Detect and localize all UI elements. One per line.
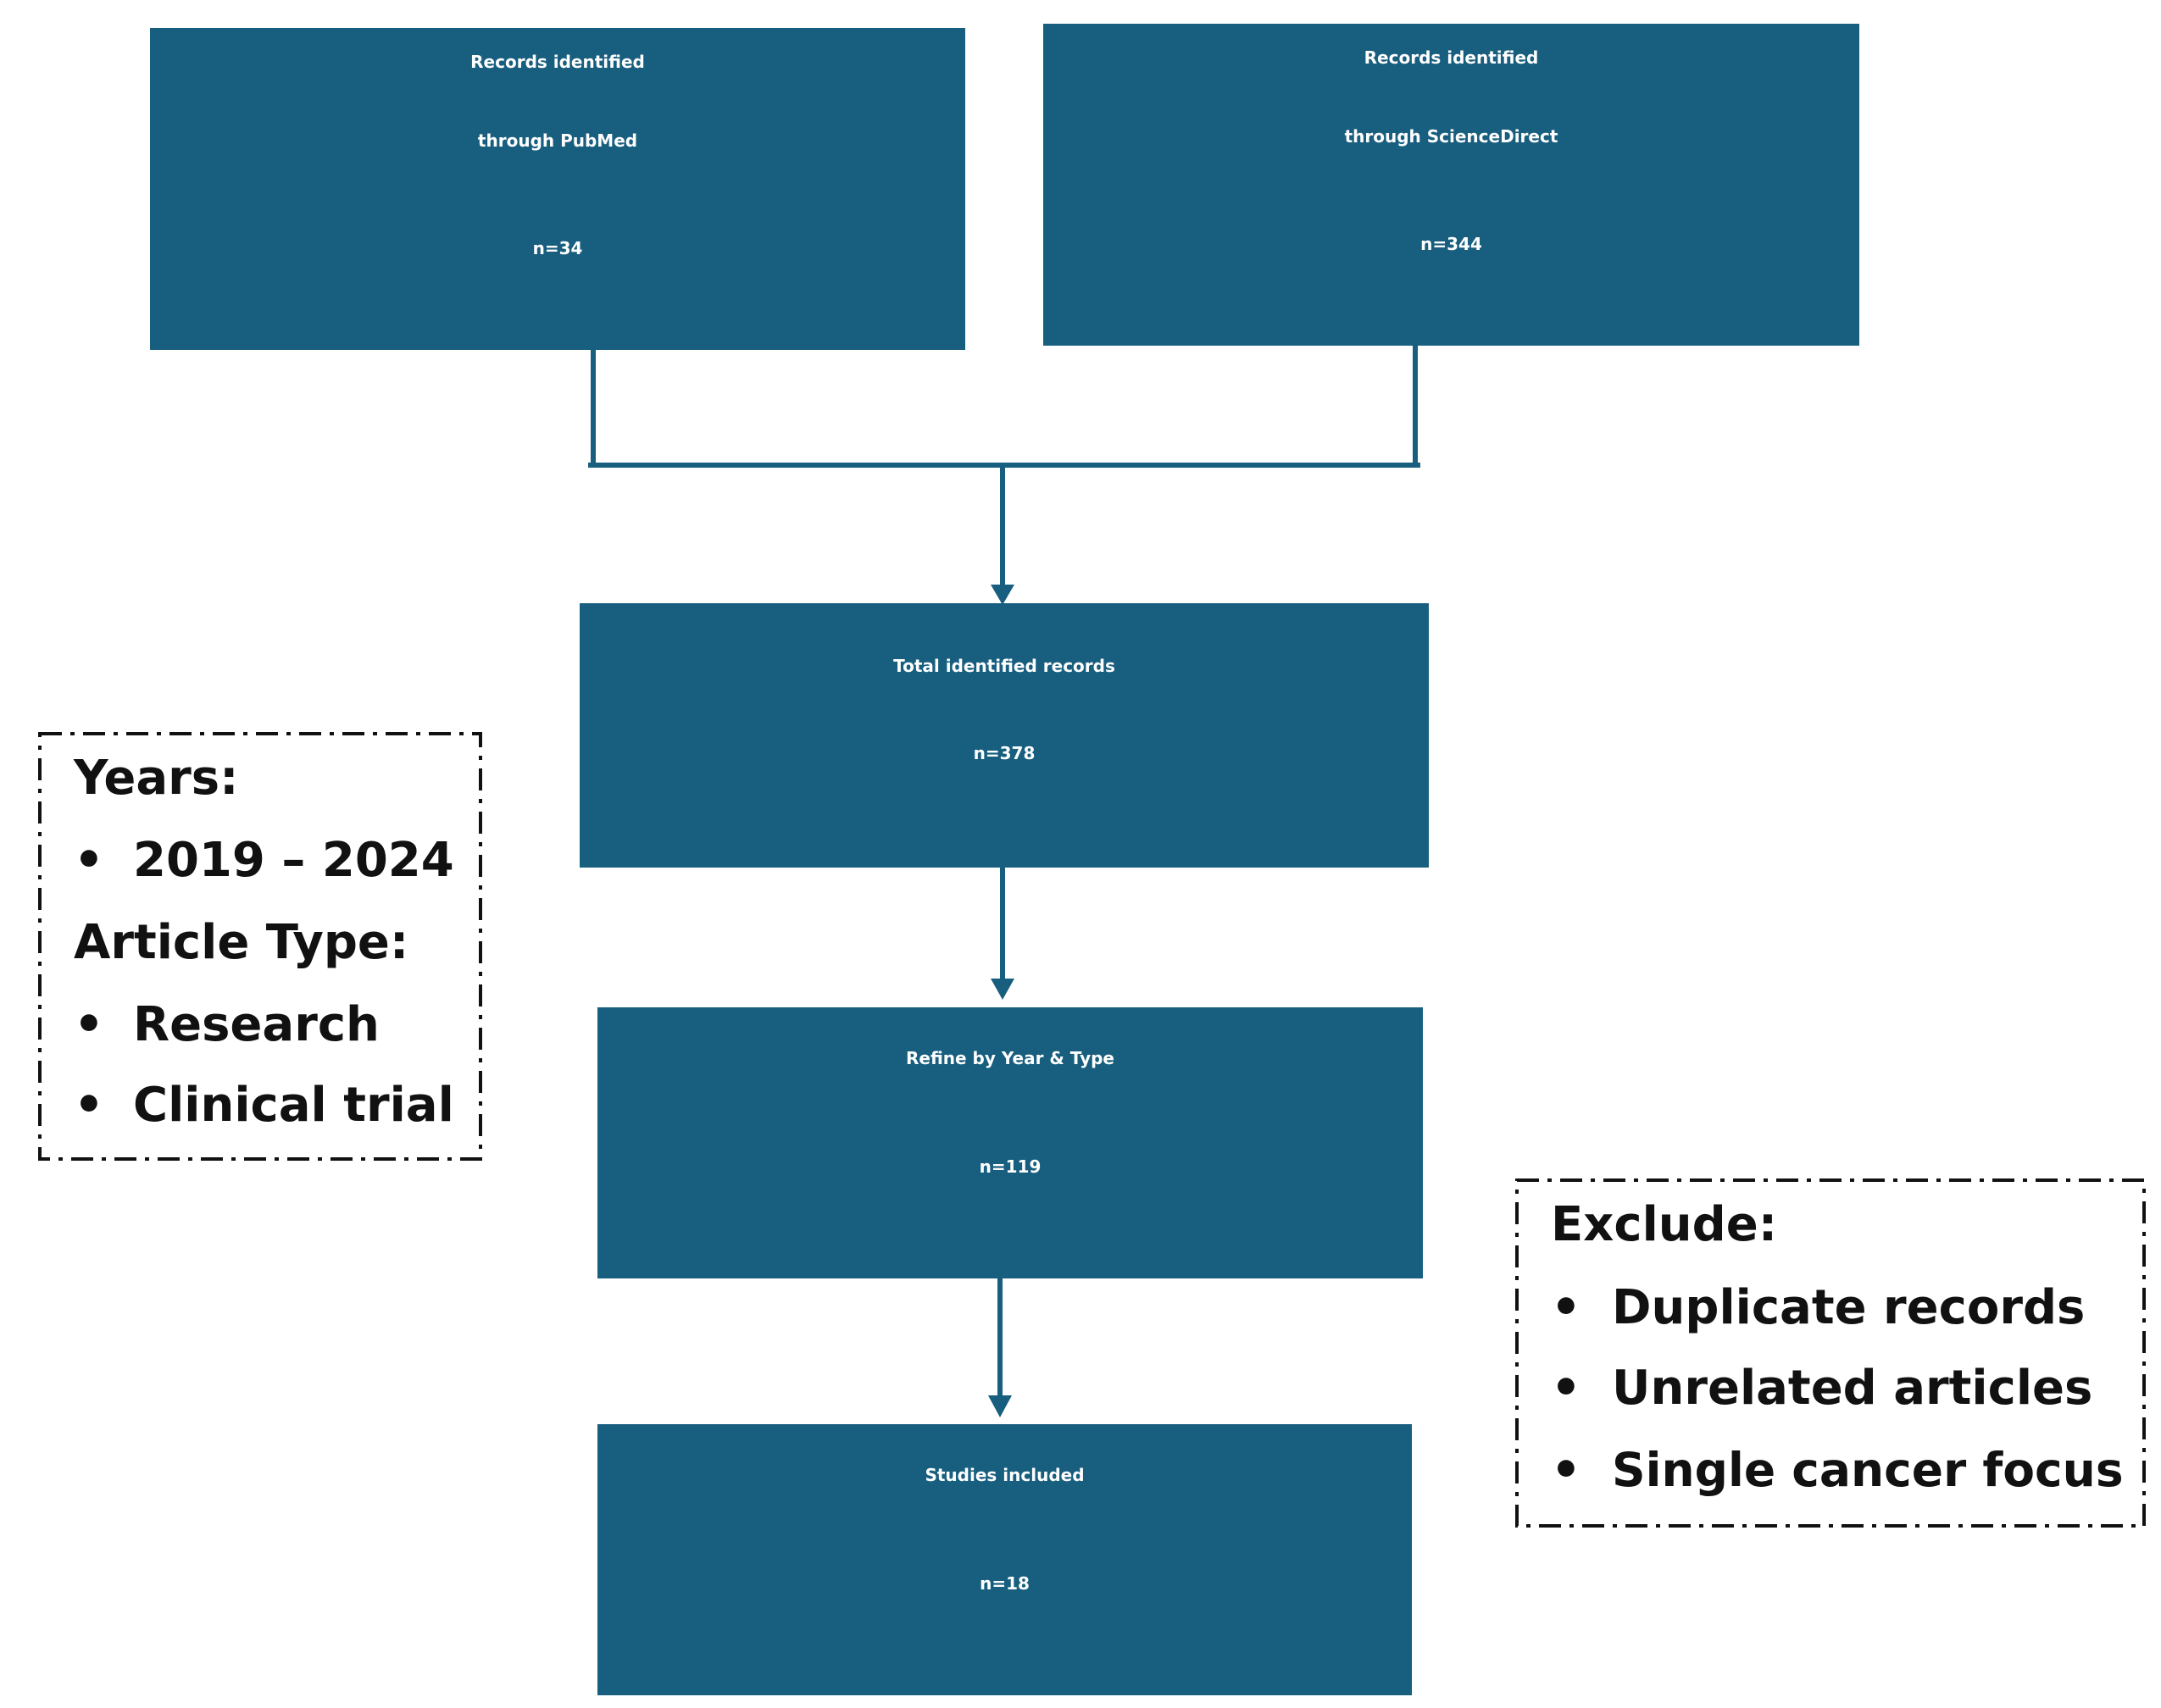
type-research: Research: [133, 997, 380, 1052]
refine-box-title: Refine by Year & Type: [906, 1048, 1114, 1068]
total-records-box: Total identified records n=378: [580, 603, 1429, 868]
arrowhead-to-included: [988, 1395, 1012, 1417]
type-bullet-research: •: [74, 997, 104, 1052]
exclude-heading: Exclude:: [1551, 1197, 1778, 1252]
exclude-note: Exclude: • Duplicate records • Unrelated…: [1517, 1180, 2144, 1526]
article-type-heading: Article Type:: [74, 915, 409, 970]
type-bullet-clinical: •: [74, 1078, 104, 1133]
years-range: 2019 – 2024: [133, 833, 454, 888]
refine-records-box: Refine by Year & Type n=119: [597, 1007, 1423, 1278]
pubmed-box-line2: through PubMed: [477, 130, 638, 151]
arrowhead-to-refine: [991, 979, 1014, 1000]
sciencedirect-box-line2: through ScienceDirect: [1344, 126, 1558, 147]
exclude-bullet-single-cancer: •: [1551, 1443, 1581, 1498]
included-count: n=18: [980, 1573, 1030, 1594]
arrowhead-to-total: [991, 585, 1014, 605]
pubmed-count: n=34: [532, 238, 583, 258]
refine-count: n=119: [979, 1156, 1042, 1177]
years-bullet: •: [74, 833, 104, 888]
exclude-unrelated-articles: Unrelated articles: [1612, 1361, 2093, 1416]
pubmed-box-line1: Records identified: [470, 52, 645, 72]
exclude-single-cancer-focus: Single cancer focus: [1612, 1443, 2124, 1497]
type-clinical-trial: Clinical trial: [133, 1078, 454, 1133]
criteria-note: Years: • 2019 – 2024 Article Type: • Res…: [40, 734, 481, 1159]
included-box-title: Studies included: [925, 1465, 1085, 1485]
studies-included-box: Studies included n=18: [597, 1424, 1412, 1695]
years-heading: Years:: [74, 751, 239, 806]
sciencedirect-box-line1: Records identified: [1364, 47, 1539, 68]
pubmed-records-box: Records identified through PubMed n=34: [150, 28, 965, 350]
exclude-bullet-duplicate: •: [1551, 1280, 1581, 1335]
exclude-duplicate-records: Duplicate records: [1612, 1280, 2086, 1335]
sciencedirect-records-box: Records identified through ScienceDirect…: [1043, 24, 1859, 346]
exclude-bullet-unrelated: •: [1551, 1361, 1581, 1416]
sciencedirect-count: n=344: [1420, 234, 1482, 254]
criteria-box-border: [38, 732, 482, 1161]
exclude-box-border: [1515, 1178, 2146, 1528]
total-box-title: Total identified records: [893, 656, 1115, 676]
total-count: n=378: [973, 743, 1036, 763]
